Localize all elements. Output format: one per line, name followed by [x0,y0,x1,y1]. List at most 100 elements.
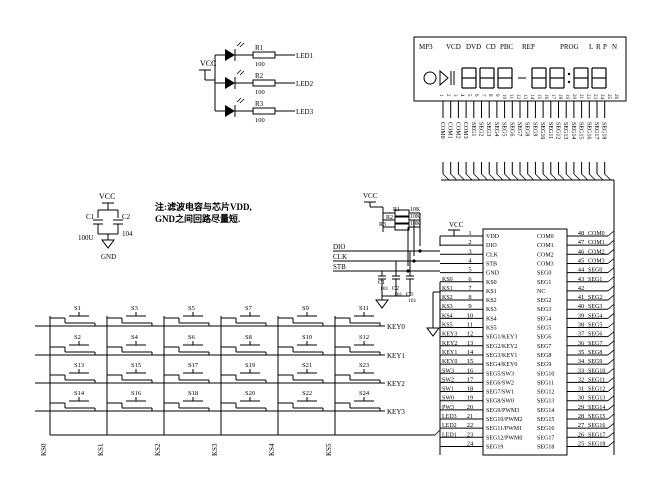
ic-pin-number: 45 [578,257,585,264]
vfd-indicator-r: R [596,43,601,51]
vfd-pin-number: 26 [613,94,618,100]
key-row-label: KEY3 [387,408,405,416]
ic-pin-name: SEG11/PWM1 [486,426,522,432]
bus-entry [519,173,527,181]
vfd-pin-label: SEG10 [539,122,545,139]
led-vcc-label: VCC [200,59,216,68]
switch-label-s12: S12 [359,334,369,341]
ic-right-net: COM2 [588,249,605,255]
led-diode-icon [225,77,235,89]
bus-entry [607,294,615,301]
bus-entry [607,340,615,347]
resistor-name: R3 [255,100,264,108]
vfd-pin-number: 13 [522,94,527,100]
ic-pin-name: SEG4 [537,316,551,322]
vfd-digit-1 [461,67,477,89]
ic-pin-number: 1 [468,230,471,237]
ic-pin-name: CLK [486,252,499,258]
cap-c2-name: C2 [122,213,131,221]
vfd-digit-5 [549,67,565,89]
switch-label-s23: S23 [359,362,369,369]
ic-pin-name: SEG0 [537,271,551,277]
ic-pin-number: 29 [578,404,585,411]
ic-left-net: SW3 [442,368,454,374]
vfd-pin-number: 25 [606,94,611,100]
vfd-pin-number: 15 [536,94,541,100]
key-col-label: KS4 [268,443,276,456]
ic-right-net: SEG3 [588,304,602,310]
decoup-gnd-label: GND [101,253,116,261]
vfd-pin-number: 3 [452,94,457,97]
ic-pin-name: STB [486,261,497,267]
bus-entry [527,173,534,181]
bus-entry [607,386,615,392]
bus-entry [596,173,604,181]
vfd-pin-label: SEG8 [524,122,530,136]
ic-right-net: SEG5 [588,323,602,329]
bus-entry [589,173,596,181]
resistor-r2 [252,79,276,87]
pullup-value: 10K [410,214,421,220]
bus-entry [481,173,488,181]
led-ray-icon [239,42,245,48]
bus-entry [465,173,473,181]
ic-right-net: SEG7 [588,341,602,347]
ic-pin-name: COM1 [537,243,554,249]
vfd-indicator-p: P [603,43,607,51]
decoup-vcc-label: VCC [99,192,115,201]
vfd-pin-label: SEG18 [601,122,607,139]
pullup-resistor [394,216,410,224]
ic-pin-name: SEG19 [486,444,503,450]
ic-pin-number: 20 [467,404,474,411]
ic-left-net: SW1 [442,387,454,393]
vfd-indicator-vcd: VCD [446,43,461,51]
led-ray-icon [236,69,242,75]
vfd-pin-number: 21 [578,94,583,100]
vfd-pin-number: 4 [459,94,464,97]
ic-left-net: KS3 [442,304,453,310]
bus-entry [565,173,573,181]
vfd-pin-label: SEG16 [585,122,591,139]
ic-right-net: SEG13 [588,396,605,402]
ic-left-net: KEY3 [442,332,457,338]
key-row-label: KEY0 [387,323,405,331]
ic-left-net: KS2 [442,295,453,301]
pullup-value: 10K [410,207,421,213]
ic-pin-number: 21 [467,413,474,420]
switch-label-s20: S20 [245,390,255,397]
vfd-pin-label: SEG5 [501,122,507,136]
ic-pin-name: COM0 [537,234,554,240]
ic-pin-number: 22 [467,422,474,429]
ic-left-net: SW2 [442,377,454,383]
ic-pin-name: SEG12 [537,390,554,396]
ic-left-net: LED1 [442,432,457,438]
pullup-r2: R2 [386,215,393,221]
ic-pin-number: 5 [468,267,471,274]
ic-right-net: SEG17 [588,432,605,438]
vfd-pin-number: 14 [529,94,534,100]
small-cap-value: 101 [394,292,403,298]
ic-pin-name: COM2 [537,252,554,258]
ic-pin-number: 41 [578,294,585,301]
ic-pin-name: SEG5/SW3 [486,371,514,377]
bus-entry [607,431,615,438]
ic-pin-name: SEG3 [537,307,551,313]
ic-pin-number: 27 [578,422,585,429]
vfd-pin-number: 7 [480,94,485,97]
pullup-r3: R3 [379,222,386,228]
bus-entry [607,358,615,365]
ic-pin-number: 25 [578,440,585,447]
ic-pin-name: SEG3/KEY1 [486,353,517,359]
ic-pin-name: SEG17 [537,435,554,441]
key-col-label: KS3 [211,443,219,456]
bus-entry [607,276,615,283]
junction-dot [412,259,416,263]
ic-pin-name: SEG1/KEY3 [486,335,517,341]
ic-pin-number: 16 [467,367,474,374]
cap-c2-value: 104 [122,230,133,238]
colon-dot [567,72,571,76]
ic-pin-number: 42 [578,285,585,292]
switch-label-s10: S10 [302,334,312,341]
vfd-pin-label: SEG13 [562,122,568,139]
vfd-pin-label: SEG1 [470,122,476,136]
